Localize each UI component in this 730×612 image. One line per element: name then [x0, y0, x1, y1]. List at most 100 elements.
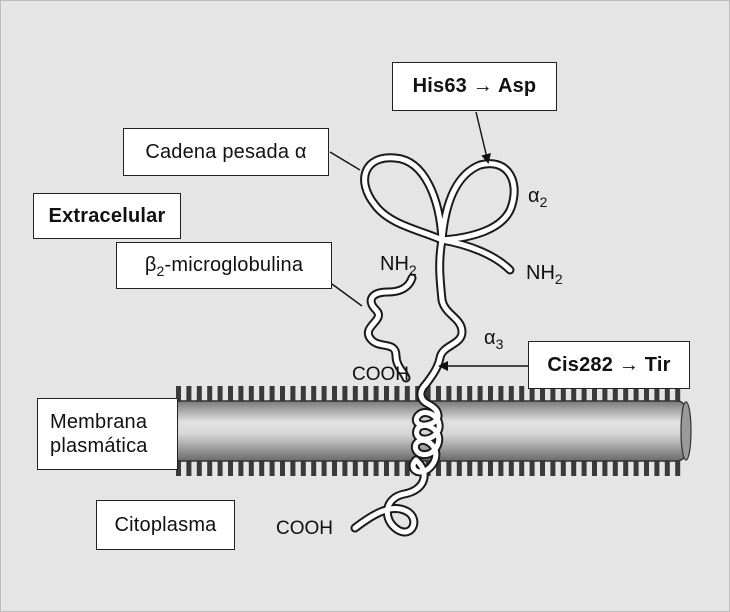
- membrane-bristle: [654, 458, 660, 476]
- membrane-bristle: [623, 386, 629, 404]
- membrane-bristle: [321, 386, 327, 404]
- membrane-bristle: [373, 386, 379, 404]
- membrane-bristle: [300, 386, 306, 404]
- cooh-beta-label: COOH: [352, 364, 409, 385]
- membrane-bristles-top: [176, 386, 681, 404]
- beta2-microglobulin-label: β2-microglobulina: [116, 242, 332, 289]
- membrane-bristle: [644, 458, 649, 476]
- membrane-bristle: [342, 458, 348, 476]
- membrane-bristle: [654, 386, 660, 404]
- heavy-chain-text: Cadena pesada α: [145, 140, 307, 163]
- membrane-bristle: [477, 386, 483, 404]
- membrane-bristle: [248, 386, 254, 404]
- beta2-microglobulin-text: β2-microglobulina: [144, 254, 304, 279]
- cytoplasm-text: Citoplasma: [114, 513, 217, 536]
- membrane-bristle: [321, 458, 327, 476]
- membrane-bristle: [404, 386, 410, 404]
- membrane-bristle: [550, 458, 556, 476]
- his-arrow: [475, 111, 491, 164]
- membrane-bristle: [508, 458, 514, 476]
- membrane-bristle: [228, 386, 233, 404]
- membrane-line-2: plasmática: [50, 435, 148, 457]
- alpha2-label: α2: [528, 185, 548, 210]
- membrane-bristle: [540, 386, 545, 404]
- membrane-bristle: [207, 458, 213, 476]
- membrane-bristle: [477, 458, 483, 476]
- membrane-bristle: [456, 458, 462, 476]
- heavy-chain-leader: [329, 151, 361, 171]
- membrane-bristle: [446, 458, 452, 476]
- cys-mutation-text: Cis282 → Tir: [547, 353, 671, 376]
- membrane-bristle: [280, 458, 285, 476]
- membrane-bristle: [217, 458, 223, 476]
- heavy-chain-label: Cadena pesada α: [123, 128, 329, 176]
- membrane-bristle: [633, 386, 639, 404]
- his-mutation-text: His63 → Asp: [412, 75, 537, 97]
- cys-mutation-label: Cis282 → Tir: [528, 341, 690, 389]
- membrane-bristle: [664, 386, 670, 404]
- membrane-bristle: [612, 458, 618, 476]
- membrane-bristle: [300, 458, 306, 476]
- membrane-bristle: [436, 458, 441, 476]
- membrane-bristle: [602, 458, 608, 476]
- cytoplasm-label: Citoplasma: [96, 500, 235, 550]
- membrane-bristle: [467, 458, 473, 476]
- membrane-bristle: [612, 386, 618, 404]
- membrane-bristle: [217, 386, 223, 404]
- membrane-bristle: [404, 458, 410, 476]
- membrane-bristle: [560, 386, 566, 404]
- membrane-label: Membrana plasmática: [37, 398, 178, 470]
- membrane-bristle: [186, 458, 192, 476]
- nh2-alpha-label: NH2: [526, 262, 563, 287]
- membrane-bristle: [436, 386, 441, 404]
- his-mutation-label: His63 → Asp: [392, 62, 557, 111]
- membrane-bristle: [675, 458, 681, 476]
- membrane-bristle: [332, 386, 337, 404]
- membrane-bristle: [363, 458, 369, 476]
- membrane-bristle: [581, 386, 587, 404]
- membrane-bristle: [238, 386, 244, 404]
- membrane-bristle: [425, 386, 431, 404]
- membrane-bristle: [446, 386, 452, 404]
- membrane-bristle: [529, 386, 535, 404]
- membrane-bristle: [488, 458, 493, 476]
- membrane-bristle: [352, 386, 358, 404]
- membrane-bristle: [248, 458, 254, 476]
- membrane-bristle: [602, 386, 608, 404]
- membrane-bristle: [664, 458, 670, 476]
- membrane-bristle: [176, 386, 181, 404]
- membrane-bristle: [196, 386, 202, 404]
- membrane-bristle: [519, 386, 525, 404]
- membrane-bristle: [228, 458, 233, 476]
- hfe-protein-strand: [350, 158, 514, 532]
- membrane-bristle: [592, 458, 597, 476]
- membrane-bristle: [311, 386, 317, 404]
- membrane-bristle: [332, 458, 337, 476]
- membrane-bristle: [311, 458, 317, 476]
- membrane-bristle: [352, 458, 358, 476]
- membrane-bristle: [394, 458, 400, 476]
- membrane-bristle: [498, 386, 504, 404]
- membrane-bristle: [456, 386, 462, 404]
- membrane-bristle: [529, 458, 535, 476]
- membrane-bristle: [207, 386, 213, 404]
- membrane-line-1: Membrana: [50, 411, 148, 433]
- membrane-bristle: [269, 458, 275, 476]
- membrane-bristle: [394, 386, 400, 404]
- nh2-beta-label: NH2: [380, 253, 417, 278]
- membrane-bristle: [269, 386, 275, 404]
- membrane-bristle: [467, 386, 473, 404]
- membrane-bristle: [571, 386, 577, 404]
- extracellular-label: Extracelular: [33, 193, 181, 239]
- membrane-bristle: [196, 458, 202, 476]
- membrane-bristle: [550, 386, 556, 404]
- membrane-bristle: [644, 386, 649, 404]
- membrane-bristle: [675, 386, 681, 404]
- membrane-bristle: [259, 386, 265, 404]
- membrane-bristle: [373, 458, 379, 476]
- membrane-bristle: [571, 458, 577, 476]
- membrane-bristle: [186, 386, 192, 404]
- cooh-tail-label: COOH: [276, 518, 333, 539]
- membrane-bristle: [363, 386, 369, 404]
- membrane-bristle: [488, 386, 493, 404]
